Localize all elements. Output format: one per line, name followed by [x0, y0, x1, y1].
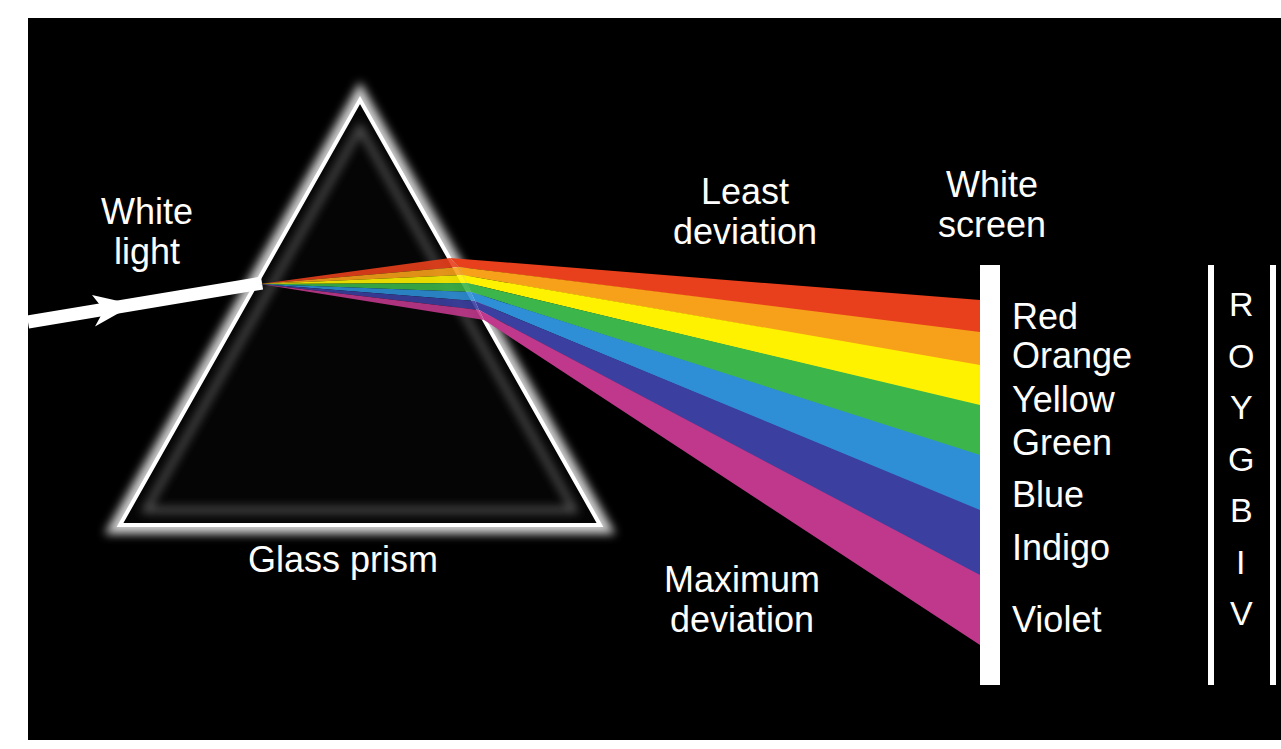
spectrum-beams	[450, 258, 980, 645]
color-name: Green	[1012, 423, 1112, 463]
color-initial: O	[1228, 338, 1254, 374]
deviation-label: Maximum deviation	[632, 560, 852, 640]
white-screen	[980, 265, 1000, 685]
deviation-label: Least deviation	[655, 172, 835, 252]
black-ground	[28, 18, 1281, 740]
color-name: Blue	[1012, 475, 1084, 515]
color-initial: V	[1230, 595, 1253, 631]
prism-label: Glass prism	[248, 540, 438, 580]
color-initial: G	[1228, 441, 1254, 477]
divider-line	[1208, 265, 1214, 685]
color-name: Indigo	[1012, 528, 1110, 568]
color-initial: R	[1229, 286, 1254, 322]
color-initial: B	[1230, 492, 1253, 528]
color-name: Red	[1012, 297, 1078, 337]
color-initial: I	[1236, 544, 1245, 580]
screen-label: White screen	[907, 165, 1077, 245]
color-name: Violet	[1012, 600, 1101, 640]
color-name: Yellow	[1012, 380, 1115, 420]
divider-line	[1270, 265, 1276, 685]
white-light-ray	[28, 283, 262, 327]
color-initial: Y	[1230, 389, 1253, 425]
color-name: Orange	[1012, 336, 1132, 376]
ray-label: White light	[82, 192, 212, 272]
light-inside-prism	[260, 258, 484, 320]
